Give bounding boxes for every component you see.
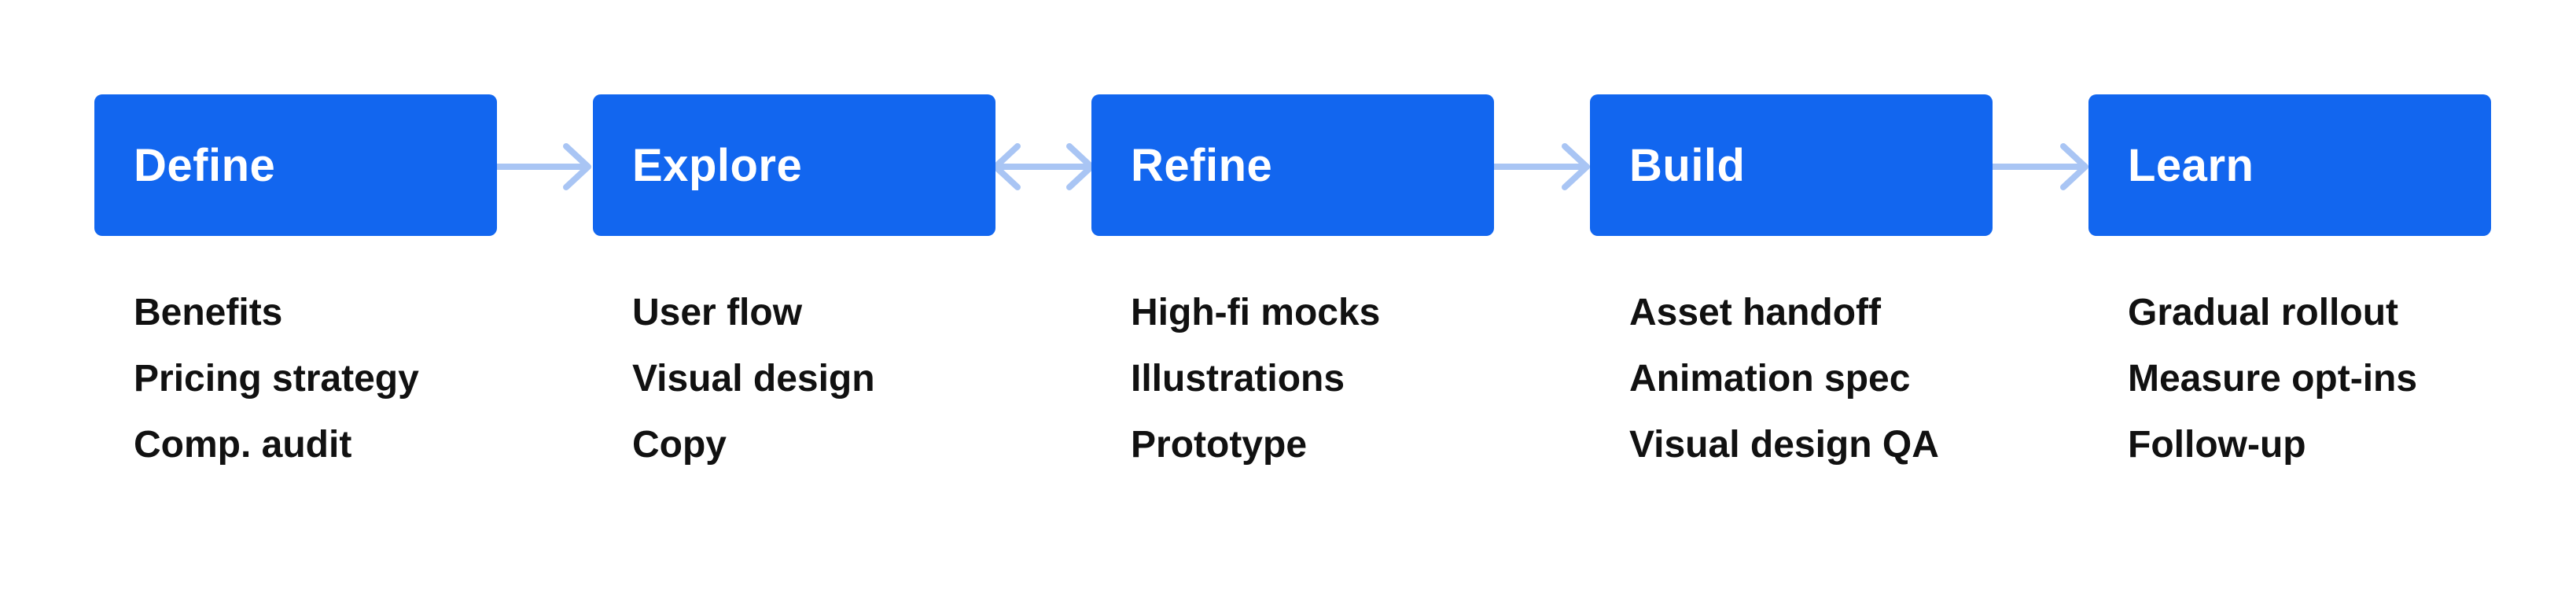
stage-learn-title: Learn <box>2128 139 2254 191</box>
list-item: Visual design <box>632 358 875 400</box>
list-item: Animation spec <box>1629 358 1911 400</box>
connector-explore-refine <box>992 143 1095 190</box>
connector-refine-build <box>1491 143 1590 190</box>
stage-build-box: Build <box>1590 94 1993 236</box>
stage-refine-title: Refine <box>1131 139 1273 191</box>
list-item: User flow <box>632 292 803 333</box>
list-item: Comp. audit <box>134 424 352 466</box>
list-item: Visual design QA <box>1629 424 1939 466</box>
stage-learn-box: Learn <box>2088 94 2491 236</box>
connector-build-learn <box>1989 143 2088 190</box>
list-item: Benefits <box>134 292 283 333</box>
list-item: Copy <box>632 424 727 466</box>
stage-build-title: Build <box>1629 139 1746 191</box>
list-item: High-fi mocks <box>1131 292 1381 333</box>
stage-refine-box: Refine <box>1091 94 1494 236</box>
connector-define-explore <box>494 143 591 190</box>
stage-explore-items: User flow Visual design Copy <box>632 280 875 478</box>
stage-refine-items: High-fi mocks Illustrations Prototype <box>1131 280 1380 478</box>
list-item: Prototype <box>1131 424 1308 466</box>
list-item: Illustrations <box>1131 358 1345 400</box>
list-item: Follow-up <box>2128 424 2306 466</box>
list-item: Measure opt-ins <box>2128 358 2418 400</box>
stage-define-items: Benefits Pricing strategy Comp. audit <box>134 280 419 478</box>
stage-explore-title: Explore <box>632 139 803 191</box>
stage-define-box: Define <box>94 94 497 236</box>
list-item: Asset handoff <box>1629 292 1882 333</box>
stage-learn-items: Gradual rollout Measure opt-ins Follow-u… <box>2128 280 2417 478</box>
stage-define-title: Define <box>134 139 276 191</box>
list-item: Pricing strategy <box>134 358 419 400</box>
stage-explore-box: Explore <box>593 94 995 236</box>
stage-build-items: Asset handoff Animation spec Visual desi… <box>1629 280 1939 478</box>
list-item: Gradual rollout <box>2128 292 2399 333</box>
